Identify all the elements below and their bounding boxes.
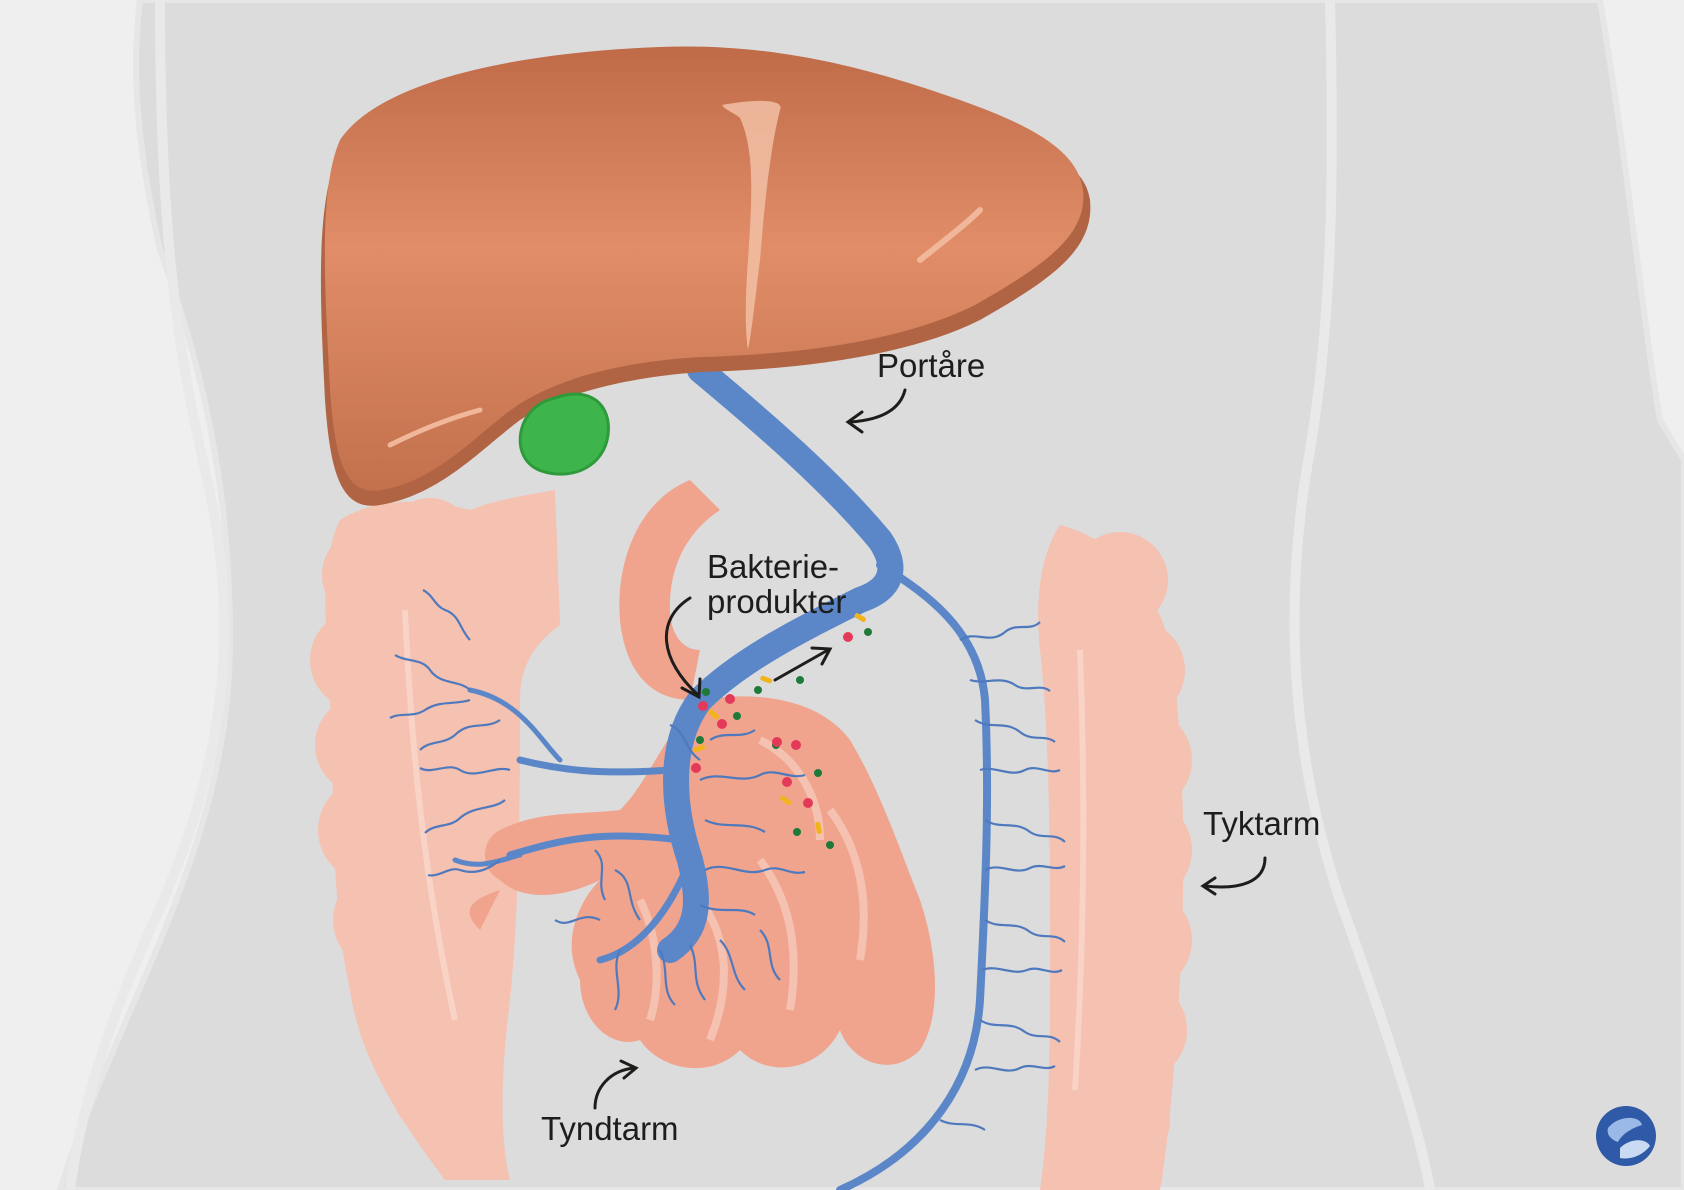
bacterial-particles [691, 613, 872, 849]
liver [320, 46, 1091, 506]
bacterial-products-label-line2: produkter [707, 583, 847, 620]
bacterial-products-label-line1: Bakterie- [707, 548, 840, 585]
portal-vein-system [452, 357, 992, 1190]
body-right-contour [1289, 0, 1435, 1190]
small-vessels [389, 589, 1066, 1131]
body-left-contour [65, 0, 230, 1190]
small-intestine-arrow [593, 1066, 637, 1110]
large-intestine-label: Tyktarm [1203, 805, 1321, 842]
liver-logo-icon [1596, 1106, 1656, 1166]
large-intestine-arrow [1203, 856, 1267, 889]
duodenum [619, 480, 720, 700]
annotation-arrows [593, 388, 1267, 1110]
small-intestine [469, 480, 935, 1069]
small-intestine-label: Tyndtarm [541, 1110, 679, 1147]
flow-arrow [773, 648, 830, 682]
portal-vein-label: Portåre [877, 347, 986, 384]
large-intestine [310, 490, 1192, 1190]
bacterial-products-arrow [665, 596, 700, 697]
portal-vein-arrow [848, 388, 907, 424]
gallbladder [518, 392, 610, 476]
